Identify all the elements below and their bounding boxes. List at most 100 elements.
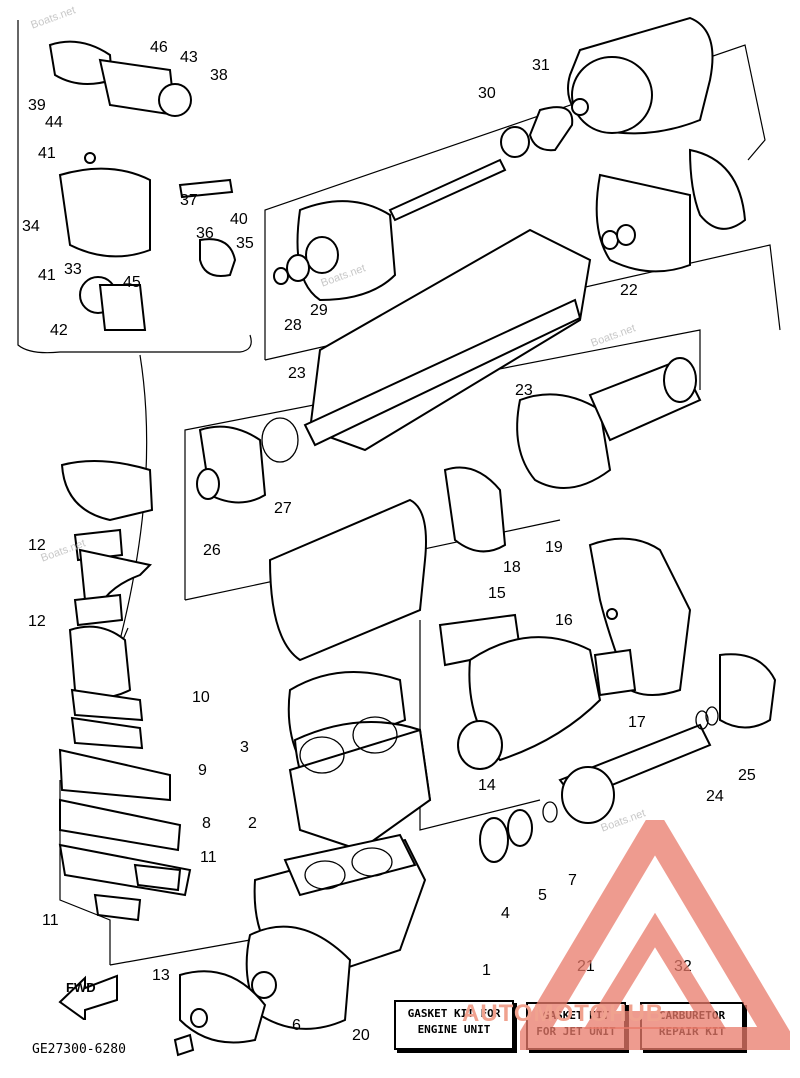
seal-22b: [616, 224, 636, 246]
parts-drawing: [17, 16, 781, 1057]
callout-13: 13: [152, 967, 170, 984]
gasket-11b: [133, 863, 182, 892]
oil-seal-6: [251, 971, 277, 999]
pump-seal-cone: [528, 106, 574, 152]
callout-31: 31: [532, 57, 550, 74]
bore-2: [352, 716, 398, 754]
manifold-frame: [419, 620, 541, 831]
brand-wordmark: AUTOMOTOHUB: [462, 1000, 664, 1028]
callout-37: 37: [180, 192, 198, 209]
bearing-29: [305, 236, 339, 274]
reference-code: GE27300-6280: [32, 1042, 126, 1057]
gasket-10a: [70, 688, 144, 722]
callout-34: 34: [22, 218, 40, 235]
callout-5: 5: [538, 887, 547, 904]
inset-screw-41: [84, 152, 96, 164]
o-ring-13: [190, 1008, 208, 1028]
intake-manifold-9: [58, 748, 171, 802]
reed-valve-frame: [59, 780, 251, 966]
callout-35: 35: [236, 235, 254, 252]
coupling-hub: [561, 766, 615, 824]
water-box: [588, 537, 692, 696]
oil-seal-26: [196, 468, 220, 500]
base-bore-1: [304, 860, 346, 890]
gasket-17: [593, 648, 637, 697]
callout-26: 26: [203, 542, 221, 559]
callout-19: 19: [545, 539, 563, 556]
inset-part-35: [199, 238, 237, 277]
seal-4: [479, 817, 509, 863]
oil-seal-28: [286, 254, 310, 282]
base-bore-2: [351, 847, 393, 877]
callout-14: 14: [478, 777, 496, 794]
bracket: [173, 1033, 195, 1057]
callout-17: 17: [628, 714, 646, 731]
o-ring-24a: [695, 710, 709, 730]
callout-4: 4: [501, 905, 510, 922]
bore-1: [299, 736, 345, 774]
callout-3: 3: [240, 739, 249, 756]
o-ring-24b: [705, 706, 719, 726]
inset-screw-37: [178, 178, 234, 199]
air-silencer: [60, 460, 154, 522]
callout-23: 23: [288, 365, 306, 382]
callout-16: 16: [555, 612, 573, 629]
cover-14: [457, 720, 503, 770]
seal-22a: [601, 230, 619, 250]
callout-38: 38: [210, 67, 228, 84]
inset-filter-38: [158, 83, 192, 117]
pump-stator-housing: [595, 173, 691, 273]
callout-36: 36: [196, 225, 214, 242]
callout-15: 15: [488, 585, 506, 602]
kit-number-engine: 1: [482, 962, 491, 979]
kit-line-2: ENGINE UNIT: [417, 1023, 491, 1036]
fwd-label: FWD: [66, 980, 96, 995]
exhaust-outlet: [663, 357, 697, 403]
jet-pump-frame: [264, 44, 766, 360]
gasket-27: [261, 417, 299, 463]
kit-box-engine-gasket: GASKET KIT FOR ENGINE UNIT: [394, 1000, 514, 1050]
gasket-11a: [93, 893, 142, 922]
callout-6: 6: [292, 1017, 301, 1034]
callout-45: 45: [123, 274, 141, 291]
callout-27: 27: [274, 500, 292, 517]
callout-43: 43: [180, 49, 198, 66]
callout-29: 29: [310, 302, 328, 319]
brand-text-b: HUB: [609, 1000, 665, 1027]
brand-logo-icon: [520, 820, 790, 1050]
callout-41: 41: [38, 267, 56, 284]
callout-11: 11: [42, 912, 59, 929]
drive-shaft: [388, 158, 507, 222]
carburetor-inset-border: [17, 20, 252, 354]
impeller: [688, 148, 747, 230]
o-ring-7: [542, 801, 558, 823]
callout-2: 2: [248, 815, 257, 832]
bearing-housing-25: [719, 653, 777, 729]
callout-33: 33: [64, 261, 82, 278]
callout-10: 10: [192, 689, 210, 706]
pump-nozzle-ring: [571, 56, 653, 134]
callout-12: 12: [28, 613, 46, 630]
callout-25: 25: [738, 767, 756, 784]
bolt-16: [606, 608, 618, 620]
callout-labels: 2345678910111112121314151617181920222323…: [22, 39, 756, 1044]
gasket-8: [59, 798, 182, 852]
exhaust-manifold: [468, 636, 602, 762]
callout-8: 8: [202, 815, 211, 832]
callout-20: 20: [352, 1027, 370, 1044]
callout-18: 18: [503, 559, 521, 576]
kit-line-1: GASKET KIT FOR: [407, 1007, 501, 1020]
inset-cover-45: [98, 284, 147, 331]
gasket-12b: [73, 593, 124, 627]
inset-carb-body: [58, 167, 151, 258]
cylinder-block: [288, 728, 432, 852]
callout-23: 23: [515, 382, 533, 399]
carburetor: [68, 625, 132, 699]
magneto-housing: [245, 925, 352, 1030]
circlip: [273, 267, 289, 285]
gasket-18: [443, 466, 507, 553]
callout-24: 24: [706, 788, 724, 805]
callout-7: 7: [568, 872, 577, 889]
callout-28: 28: [284, 317, 302, 334]
seal-5: [507, 809, 533, 847]
